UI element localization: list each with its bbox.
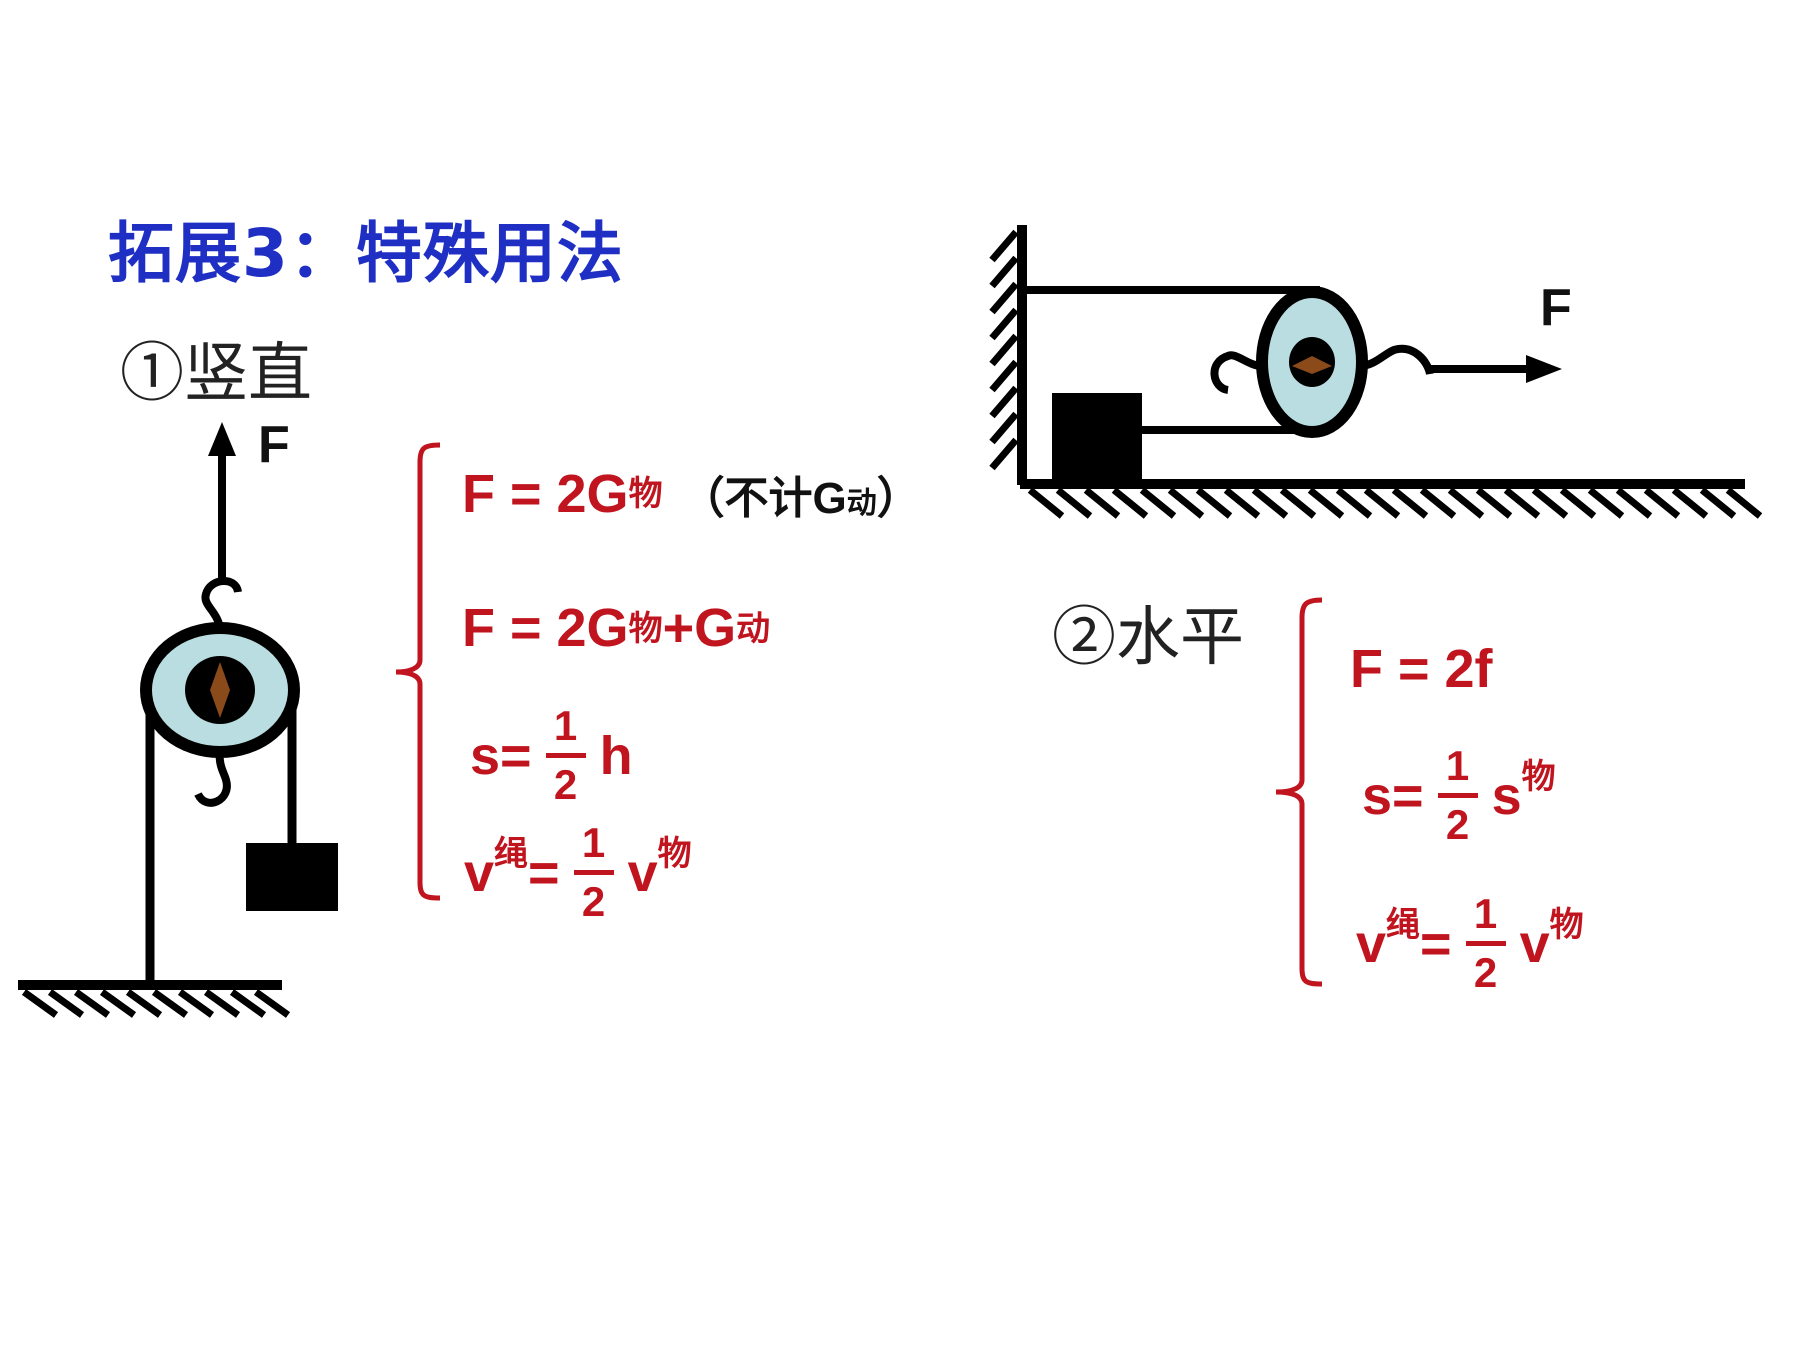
vertical-arrow-head — [208, 422, 236, 456]
horizontal-pulley — [1256, 286, 1368, 438]
brace-horizontal — [1275, 597, 1323, 987]
vertical-ground — [18, 980, 291, 1018]
force-label-horizontal: F — [1540, 279, 1572, 337]
vertical-weight-block — [246, 843, 338, 911]
vertical-bottom-hook — [194, 747, 231, 807]
vertical-top-hook — [201, 577, 242, 633]
section-label-horizontal: ②水平 — [1052, 601, 1244, 675]
horizontal-right-hook — [1359, 344, 1434, 376]
horizontal-arrow-head — [1526, 355, 1562, 383]
horizontal-floor-hatch — [1027, 487, 1763, 519]
force-label-vertical: F — [258, 416, 290, 474]
page-title: 拓展3：特殊用法 — [108, 215, 624, 292]
section-label-vertical: ①竖直 — [120, 337, 312, 411]
brace-vertical — [395, 442, 441, 901]
vertical-pulley — [140, 622, 300, 758]
formula-horizontal-1: F = 2f — [1350, 639, 1493, 699]
horizontal-block — [1052, 393, 1142, 481]
horizontal-left-hook — [1210, 351, 1263, 394]
horizontal-wall-hatch — [989, 229, 1019, 471]
